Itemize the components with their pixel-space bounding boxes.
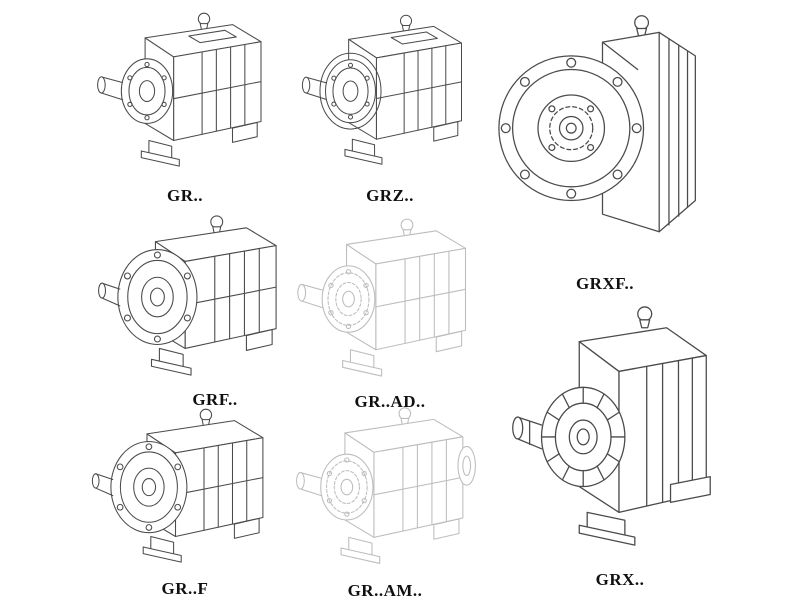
gearbox-figure-gr — [90, 6, 280, 180]
gearbox-drawing-grz — [295, 6, 480, 180]
gearbox-figure-grf — [95, 210, 295, 388]
model-label-grf: GRF.. — [192, 390, 238, 409]
model-label-grad: GR..AD.. — [354, 392, 426, 411]
gearbox-figure-grxf — [495, 5, 710, 267]
model-label-gr: GR.. — [167, 186, 203, 205]
gearbox-figure-gram — [288, 402, 483, 576]
model-label-grxf: GRXF.. — [575, 274, 635, 293]
gearbox-figure-grf2 — [90, 402, 280, 576]
gearbox-drawing-grad — [290, 212, 485, 390]
gearbox-drawing-grx — [495, 298, 725, 556]
gearbox-figure-grx — [495, 298, 725, 556]
model-label-grf2: GR..F — [161, 579, 209, 598]
gearbox-figure-grad — [290, 212, 485, 390]
gearbox-drawing-grf2 — [90, 402, 280, 576]
gearbox-drawing-grf — [95, 210, 295, 388]
gearbox-drawing-gram — [288, 402, 476, 576]
gearbox-drawing-gr — [90, 6, 280, 180]
model-label-gram: GR..AM.. — [347, 581, 423, 600]
gearbox-drawing-grxf — [495, 5, 710, 267]
gearbox-figure-grz — [295, 6, 480, 180]
model-label-grz: GRZ.. — [366, 186, 414, 205]
model-label-grx: GRX.. — [595, 570, 645, 589]
